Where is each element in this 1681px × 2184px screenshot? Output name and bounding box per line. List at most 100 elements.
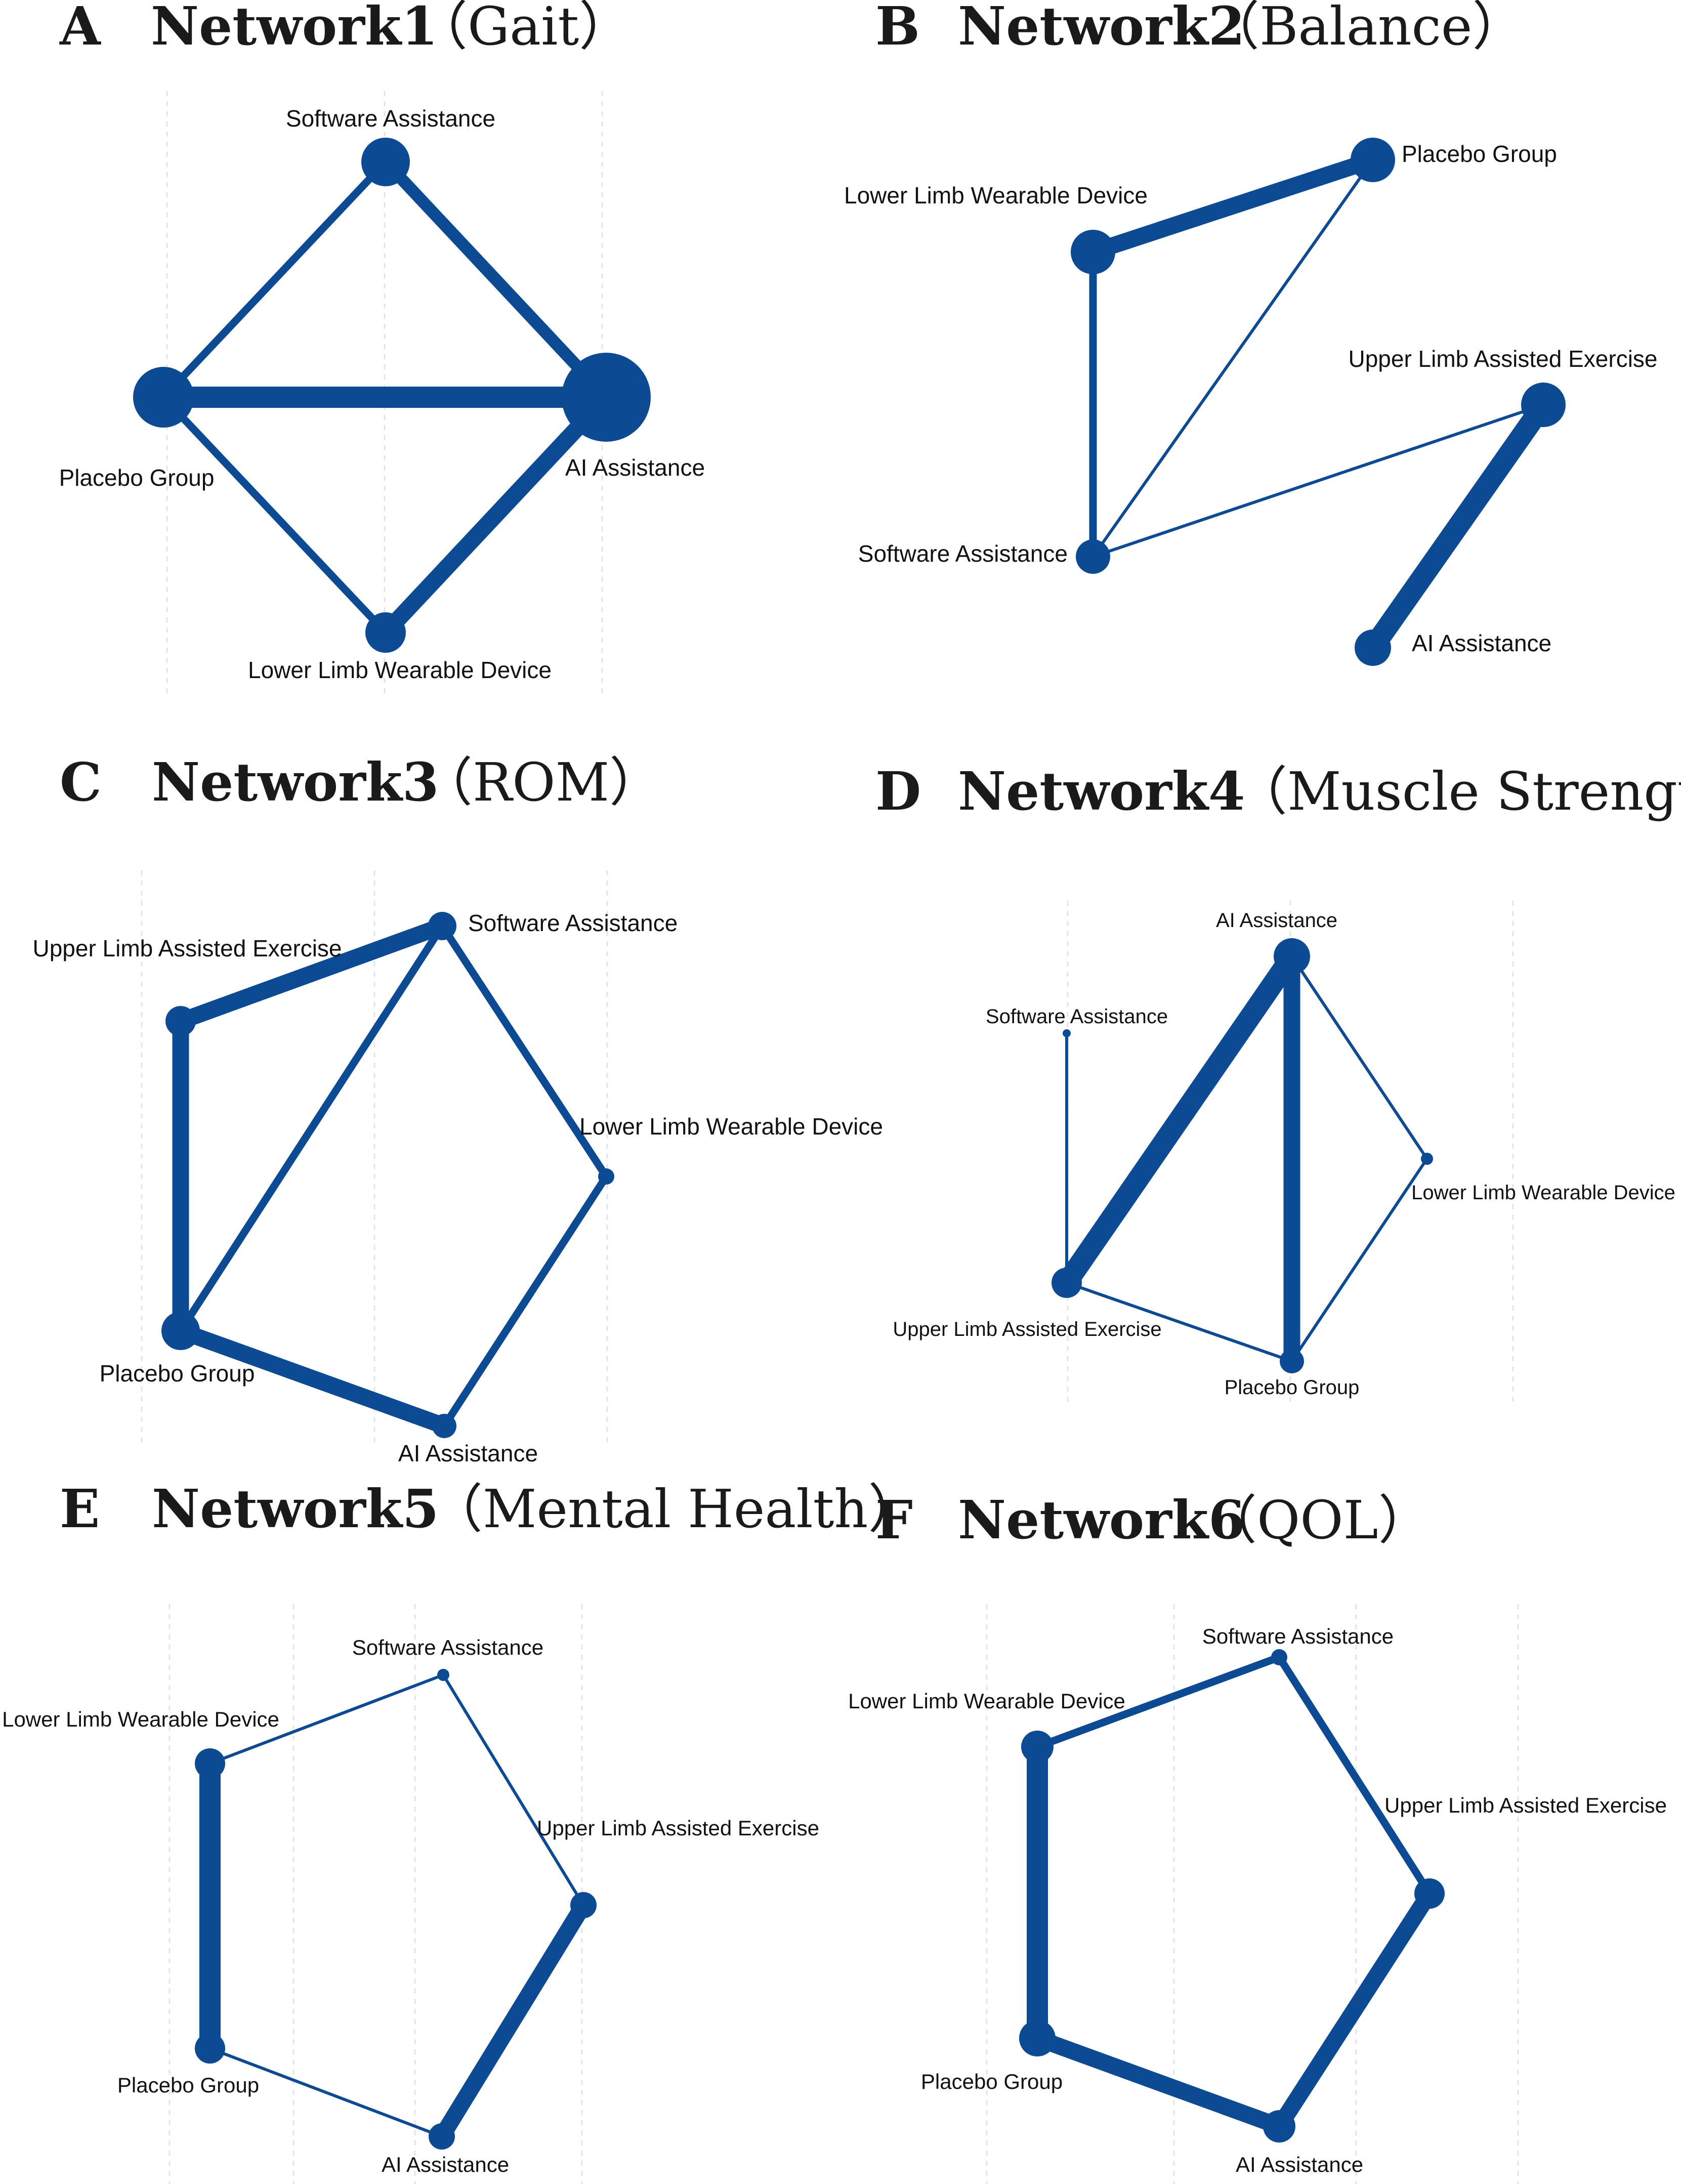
edge-placebo-group-to-software-assistance (1091, 159, 1374, 558)
node-label-software-assistance: Software Assistance (986, 1005, 1168, 1028)
edge-software-assistance-to-upper-limb-assisted-exercise (442, 1674, 585, 1906)
edge-software-assistance-to-upper-limb-assisted-exercise (1276, 1655, 1433, 1896)
panel-letter: E (60, 1478, 100, 1540)
node-ai-assistance (562, 353, 651, 442)
node-lower-limb-wearable-device (1021, 1731, 1054, 1763)
edge-placebo-group-to-ai-assistance (1034, 2030, 1282, 2134)
node-label-lower-limb-wearable-device: Lower Limb Wearable Device (844, 182, 1148, 208)
node-label-upper-limb-assisted-exercise: Upper Limb Assisted Exercise (893, 1318, 1161, 1340)
edge-upper-limb-assisted-exercise-to-software-assistance (178, 918, 445, 1029)
node-label-placebo-group: Placebo Group (59, 465, 215, 491)
node-software-assistance (428, 912, 456, 940)
edge-software-assistance-to-ai-assistance (381, 157, 611, 402)
panel-title: Network3 (152, 751, 439, 813)
node-label-software-assistance: Software Assistance (286, 105, 495, 132)
node-placebo-group (133, 367, 194, 428)
panel-subtitle: （Balance） (1207, 0, 1525, 57)
node-label-ai-assistance: AI Assistance (382, 2153, 509, 2176)
node-placebo-group (1280, 1349, 1304, 1373)
panel-title: Network6 (958, 1489, 1245, 1551)
edge-upper-limb-assisted-exercise-to-ai-assistance (434, 1901, 591, 2141)
node-ai-assistance (432, 1414, 456, 1438)
panel-d: D Network4（Muscle Strength） AI AssistanceS… (875, 760, 1681, 1407)
panel-title: Network4 (958, 760, 1245, 822)
edge-software-assistance-to-lower-limb-wearable-device (1036, 1653, 1281, 1751)
node-upper-limb-assisted-exercise (1414, 1878, 1445, 1909)
node-software-assistance (1063, 1029, 1071, 1037)
panel-subtitle: （QOL） (1204, 1489, 1431, 1551)
node-ai-assistance (429, 2123, 455, 2150)
node-software-assistance (361, 138, 410, 186)
node-label-placebo-group: Placebo Group (117, 2073, 259, 2097)
panel-title: Network5 (152, 1478, 439, 1540)
node-label-lower-limb-wearable-device: Lower Limb Wearable Device (848, 1689, 1125, 1713)
node-upper-limb-assisted-exercise (1521, 383, 1566, 427)
edge-ai-assistance-to-upper-limb-assisted-exercise (1058, 950, 1301, 1289)
panel-subtitle: （Gait） (415, 0, 632, 57)
edge-placebo-group-to-ai-assistance (178, 1323, 447, 1434)
panel-letter: C (60, 751, 102, 813)
panel-letter: A (59, 0, 101, 57)
node-label-ai-assistance: AI Assistance (1412, 630, 1551, 656)
node-label-upper-limb-assisted-exercise: Upper Limb Assisted Exercise (1348, 346, 1657, 372)
node-placebo-group (1351, 138, 1395, 182)
node-placebo-group (161, 1312, 200, 1350)
node-lower-limb-wearable-device (1421, 1153, 1433, 1165)
edge-upper-limb-assisted-exercise-to-placebo-group (1066, 1281, 1292, 1363)
node-ai-assistance (1355, 629, 1391, 666)
node-lower-limb-wearable-device (195, 1748, 225, 1779)
node-label-placebo-group: Placebo Group (1225, 1376, 1360, 1399)
edge-software-assistance-to-lower-limb-wearable-device (209, 1673, 444, 1765)
node-upper-limb-assisted-exercise (165, 1006, 196, 1036)
node-placebo-group (195, 2033, 225, 2064)
panel-e: E Network5（Mental Health） Software Assista… (2, 1478, 920, 2184)
node-label-software-assistance: Software Assistance (468, 910, 678, 936)
node-lower-limb-wearable-device (1071, 230, 1115, 274)
node-upper-limb-assisted-exercise (1052, 1268, 1082, 1298)
edge-upper-limb-assisted-exercise-to-ai-assistance (1272, 1889, 1437, 2131)
panel-title: Network1 (151, 0, 438, 57)
edge-lower-limb-wearable-device-to-placebo-group (1290, 1158, 1428, 1362)
node-software-assistance (1076, 539, 1110, 574)
edge-software-assistance-to-upper-limb-assisted-exercise (1092, 403, 1544, 558)
node-software-assistance (1271, 1649, 1287, 1665)
panel-subtitle: （Mental Health） (430, 1478, 920, 1540)
node-label-upper-limb-assisted-exercise: Upper Limb Assisted Exercise (32, 935, 342, 961)
panel-title: Network2 (958, 0, 1245, 57)
node-label-upper-limb-assisted-exercise: Upper Limb Assisted Exercise (537, 1816, 819, 1840)
node-label-ai-assistance: AI Assistance (1216, 909, 1337, 932)
node-label-ai-assistance: AI Assistance (398, 1440, 538, 1466)
node-label-placebo-group: Placebo Group (921, 2070, 1063, 2093)
node-label-software-assistance: Software Assistance (352, 1635, 543, 1659)
node-lower-limb-wearable-device (598, 1168, 614, 1185)
panel-subtitle: （Muscle Strength） (1235, 761, 1681, 822)
node-ai-assistance (1263, 2110, 1295, 2143)
edge-placebo-group-to-ai-assistance (209, 2047, 443, 2138)
node-lower-limb-wearable-device (365, 612, 406, 653)
node-label-lower-limb-wearable-device: Lower Limb Wearable Device (1411, 1182, 1675, 1204)
edge-ai-assistance-to-lower-limb-wearable-device (1290, 955, 1428, 1160)
node-software-assistance (437, 1669, 449, 1681)
edge-ai-assistance-to-lower-limb-wearable-device (379, 391, 613, 639)
node-placebo-group (1019, 2020, 1056, 2056)
node-label-placebo-group: Placebo Group (100, 1360, 255, 1387)
panel-a: A Network1（Gait） Software AssistancePlaceb… (59, 0, 705, 698)
edge-upper-limb-assisted-exercise-to-ai-assistance (1364, 398, 1552, 654)
panel-letter: D (875, 760, 921, 822)
node-label-lower-limb-wearable-device: Lower Limb Wearable Device (248, 657, 552, 683)
panel-letter: B (875, 0, 920, 57)
node-upper-limb-assisted-exercise (570, 1892, 597, 1918)
edge-software-assistance-to-lower-limb-wearable-device (439, 923, 610, 1179)
panel-subtitle: （ROM） (420, 751, 662, 813)
node-label-placebo-group: Placebo Group (1402, 141, 1557, 167)
edge-software-assistance-to-placebo-group (160, 159, 389, 400)
edge-placebo-group-to-lower-limb-wearable-device (160, 394, 389, 636)
edge-lower-limb-wearable-device-to-placebo-group (1090, 152, 1376, 260)
edge-software-assistance-to-placebo-group (177, 923, 446, 1333)
edge-lower-limb-wearable-device-to-ai-assistance (441, 1174, 610, 1429)
node-label-ai-assistance: AI Assistance (565, 454, 705, 481)
node-label-lower-limb-wearable-device: Lower Limb Wearable Device (2, 1707, 279, 1731)
node-label-software-assistance: Software Assistance (1202, 1624, 1394, 1648)
